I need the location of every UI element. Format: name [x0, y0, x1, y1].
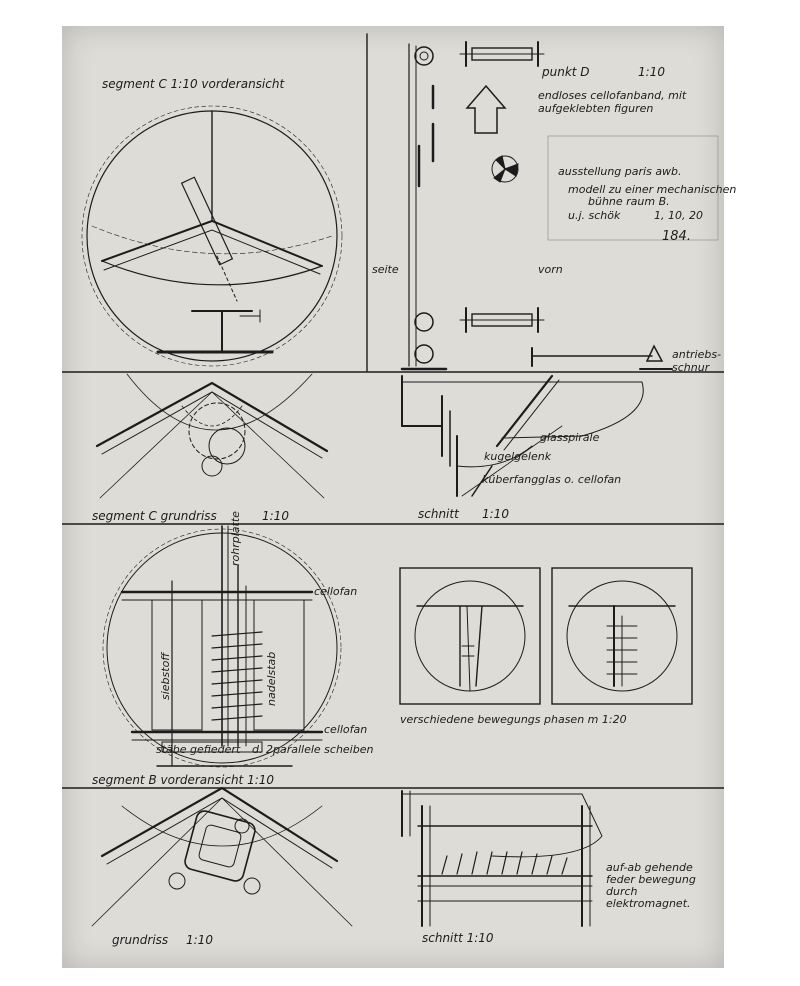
magnet-note-line1: auf-ab gehende: [606, 861, 693, 874]
band-note-line2: aufgeklebten figuren: [538, 102, 654, 115]
segment-b-front-label: segment B vorderansicht 1:10: [92, 773, 275, 787]
schnitt-bottom-label: schnitt 1:10: [422, 931, 494, 945]
panel-dividers: [62, 33, 724, 789]
vorn-label: vorn: [538, 263, 563, 276]
grundriss-scale: 1:10: [186, 933, 213, 947]
cellofan-label-top: cellofan: [314, 585, 358, 598]
rohrplatte-label: rohrplatte: [229, 511, 242, 566]
magnet-note-line4: elektromagnet.: [606, 897, 691, 910]
kugel-label: küberfangglas o. cellofan: [482, 473, 622, 486]
segment-c-grundriss-scale: 1:10: [262, 509, 289, 523]
exhibition-line1: ausstellung paris awb.: [558, 165, 682, 178]
magnet-note-line2: feder bewegung: [606, 873, 696, 886]
kugelgelenk-label: kugelgelenk: [484, 450, 552, 463]
punkt-d-label: punkt D: [542, 65, 590, 79]
schnitt-top-section: [401, 374, 644, 497]
punkt-d-scale: 1:10: [638, 65, 665, 79]
punkt-d-panel: [400, 41, 719, 371]
segment-c-grundriss-label: segment C grundriss: [92, 509, 217, 523]
segment-c-front-view: [81, 105, 343, 367]
seite-label: seite: [372, 263, 399, 276]
needle-bars: [211, 631, 263, 721]
exhibition-number: 184.: [662, 229, 691, 244]
antrieb-label: antriebs-schnur: [672, 348, 722, 375]
drawing-sheet: segment C 1:10 vorderansicht punkt D 1:1…: [62, 26, 736, 968]
stabe-label: stäbe gefiedert: [156, 743, 241, 756]
cellofan-label-bottom: cellofan: [324, 723, 368, 736]
nadelstab-label: nadelstab: [265, 651, 278, 706]
schnitt-top-scale: 1:10: [482, 507, 509, 521]
schnitt-bottom-section: [401, 790, 603, 927]
siebstoff-label: siebstoff: [159, 652, 172, 700]
magnet-note-line3: durch: [606, 885, 638, 898]
exhibition-date: 1, 10, 20: [654, 209, 703, 222]
glasspirale-label: glasspirale: [540, 431, 600, 444]
segment-c-front-label: segment C 1:10 vorderansicht: [102, 77, 285, 91]
exhibition-line3: bühne raum B.: [588, 195, 670, 208]
segment-c-plan-view: [95, 373, 329, 499]
segment-b-front-view: [102, 525, 342, 768]
grundriss-bottom-view: [91, 786, 353, 927]
band-note-line1: endloses cellofanband, mit: [538, 89, 687, 102]
schnitt-top-label: schnitt: [418, 507, 459, 521]
grundriss-label: grundriss: [112, 933, 169, 947]
exhibition-line4: u.j. schök: [568, 209, 621, 222]
movement-phases: [399, 567, 693, 705]
exhibition-line2: modell zu einer mechanischen: [568, 183, 737, 196]
technical-drawing: [62, 33, 724, 927]
movement-phases-label: verschiedene bewegungs phasen m 1:20: [400, 713, 627, 726]
parallel-discs-label: d. 2parallele scheiben: [252, 743, 374, 756]
